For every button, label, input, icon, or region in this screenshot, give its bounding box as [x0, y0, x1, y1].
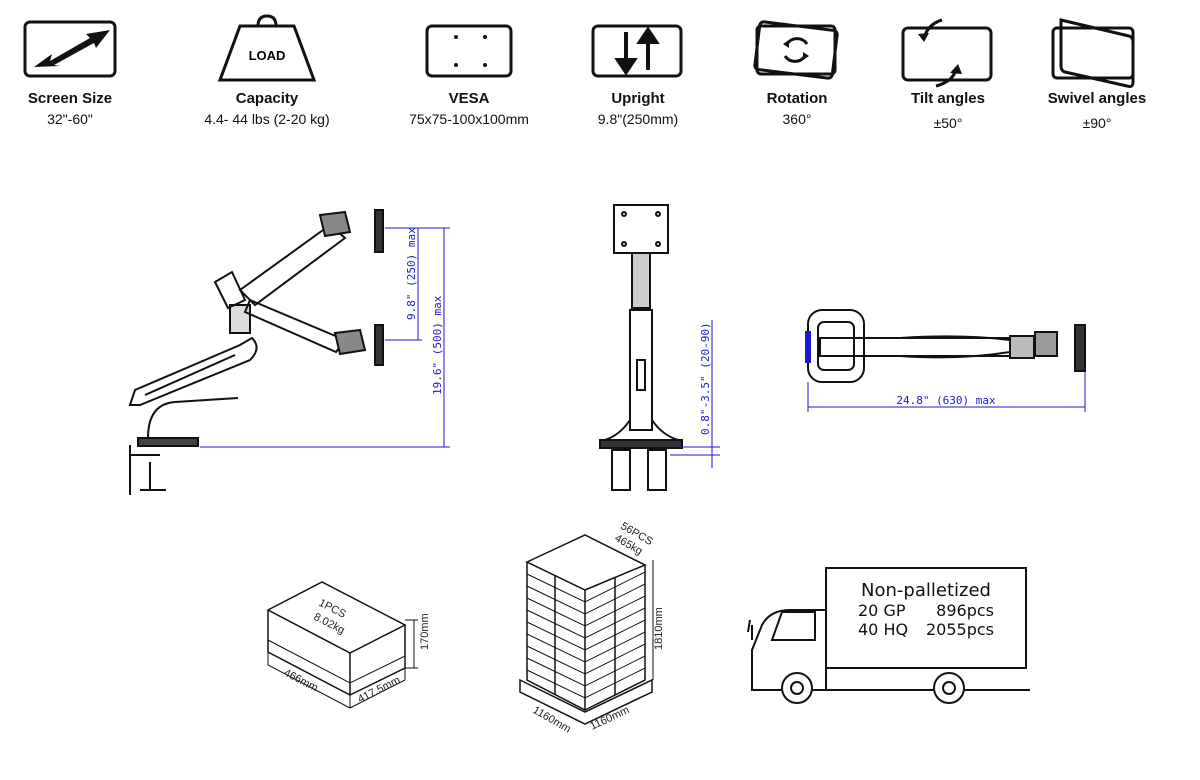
feature-rotation: Rotation 360°: [712, 18, 882, 127]
pallet-row-line: [526, 595, 646, 627]
diagonal-arrow-icon: [23, 20, 117, 78]
feature-value: 32"-60": [47, 111, 93, 127]
front-view-drawing: [599, 204, 683, 491]
feature-value: ±50°: [933, 115, 963, 131]
box-height: 170mm: [419, 613, 431, 650]
container-type: 40 HQ: [858, 620, 909, 639]
feature-title: Screen Size: [27, 90, 113, 107]
top-dimension-lines: [807, 372, 1086, 412]
shipping-row: 20 GP 896pcs: [828, 601, 1024, 620]
feature-title: VESA: [448, 90, 490, 107]
load-label: LOAD: [249, 48, 286, 63]
pallet-row-line: [526, 583, 646, 615]
feature-tilt: Tilt angles ±50°: [863, 18, 1033, 131]
feature-value: 75x75-100x100mm: [409, 111, 529, 127]
shipping-info: Non-palletized 20 GP 896pcs 40 HQ 2055pcs: [828, 580, 1024, 639]
pallet-row-line: [526, 619, 646, 651]
feature-value: 4.4- 44 lbs (2-20 kg): [204, 111, 330, 127]
pallet-box-rows: [526, 571, 646, 699]
feature-title: Upright: [611, 90, 665, 107]
tilt-icon: [901, 18, 993, 88]
side-upper-dimension: 9.8" (250) max: [405, 227, 418, 320]
pallet-row-line: [526, 607, 646, 639]
feature-title: Swivel angles: [1047, 90, 1147, 107]
single-box-drawing: [266, 581, 418, 709]
container-type: 20 GP: [858, 601, 906, 620]
pallet-row-line: [526, 631, 646, 663]
box-length: 466mm: [282, 667, 320, 694]
pallet-row-line: [526, 643, 646, 675]
load-weight-icon: LOAD: [217, 14, 317, 82]
feature-swivel: Swivel angles ±90°: [1012, 18, 1182, 131]
truck-drawing: [747, 567, 1030, 704]
front-dimension-lines: [670, 320, 720, 468]
feature-upright: Upright 9.8"(250mm): [553, 18, 723, 127]
pallet-length: 1160mm: [531, 704, 573, 735]
pallet-row-line: [526, 667, 646, 699]
swivel-icon: [1051, 18, 1135, 88]
side-total-dimension: 19.6" (500) max: [431, 295, 444, 395]
top-reach-dimension: 24.8" (630) max: [896, 394, 996, 407]
feature-value: ±90°: [1082, 115, 1112, 131]
feature-value: 360°: [782, 111, 812, 127]
container-qty: 896pcs: [936, 601, 994, 620]
shipping-row: 40 HQ 2055pcs: [828, 620, 1024, 639]
vesa-plate-icon: [425, 24, 513, 78]
up-down-arrows-icon: [591, 24, 683, 78]
side-dimension-lines: [200, 227, 450, 448]
feature-screen-size: Screen Size 32"-60": [0, 18, 155, 127]
feature-title: Rotation: [766, 90, 828, 107]
pallet-drawing: [519, 534, 653, 725]
feature-value: 9.8"(250mm): [597, 111, 679, 127]
feature-title: Tilt angles: [911, 90, 985, 107]
rotation-icon: [753, 20, 839, 80]
pallet-width: 1160mm: [588, 704, 631, 733]
front-clamp-dimension: 0.8"-3.5" (20-90): [699, 322, 712, 435]
feature-capacity: LOAD Capacity 4.4- 44 lbs (2-20 kg): [182, 12, 352, 127]
box-width: 417.5mm: [356, 674, 402, 706]
feature-title: Capacity: [235, 90, 299, 107]
pallet-height: 1810mm: [653, 607, 665, 650]
container-qty: 2055pcs: [925, 620, 994, 639]
top-view-drawing: [805, 309, 1086, 383]
side-view-drawing: [128, 209, 384, 495]
feature-vesa: VESA 75x75-100x100mm: [384, 18, 554, 127]
pallet-row-line: [526, 655, 646, 687]
shipping-title: Non-palletized: [861, 580, 991, 601]
pallet-row-line: [526, 571, 646, 603]
